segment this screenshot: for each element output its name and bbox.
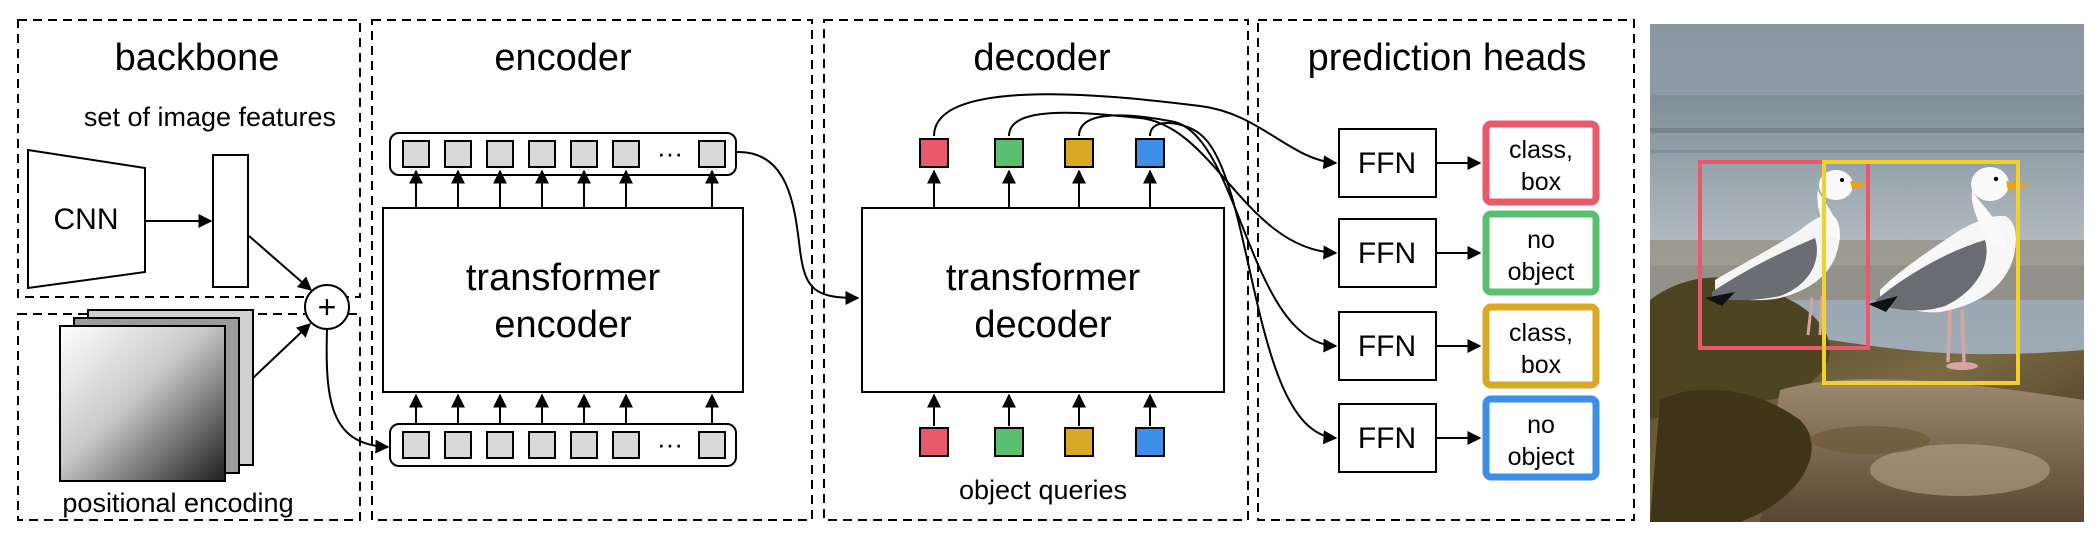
add-to-encoder-input-arrow [325,328,390,454]
transformer-decoder-block [861,207,1225,393]
decoder-output-embedding [994,138,1024,168]
prediction-output-line1: class, [1509,136,1573,164]
encoder-title: encoder [494,37,632,79]
encoder-block-line1: transformer [466,257,661,299]
plus-symbol: + [318,289,337,325]
decoder-query-tokens [919,138,1165,457]
decoder-output-embedding [1064,138,1094,168]
prediction-output-box [1482,395,1600,481]
posenc-to-add-arrow [252,323,312,379]
prediction-output-box [1482,120,1600,206]
encoder-output-token [486,140,514,168]
encoder-input-token [444,431,472,459]
encoder-input-token [528,431,556,459]
encoder-input-ellipsis: ··· [657,429,683,459]
decoder-to-ffn-arrows [933,93,1338,445]
feature-map [212,154,249,288]
decoder-block-line1: transformer [946,257,1141,299]
positional-encoding-stack [59,309,254,482]
encoder-input-token [570,431,598,459]
object-query-token [919,427,949,457]
decoder-title: decoder [973,37,1111,79]
encoder-input-token-row [402,431,726,459]
encoder-output-tokens [389,132,737,176]
detection-box-right [1822,160,2020,385]
decoder-frame [823,19,1249,521]
transformer-encoder-block [382,207,744,393]
object-query-token [1135,427,1165,457]
encoder-output-ellipsis: ··· [657,138,683,168]
detection-box-left [1698,160,1870,350]
encoder-output-token [698,140,726,168]
prediction-output-line2: object [1508,258,1575,286]
encoder-block-line2: encoder [494,304,632,346]
encoder-input-token [486,431,514,459]
ffn-label: FFN [1358,330,1416,363]
prediction-output-box [1482,303,1600,389]
right-seagull [1868,167,2030,370]
encoder-frame [371,19,813,521]
image-features-label: set of image features [84,102,336,132]
feature-to-add-arrow [248,235,313,291]
backbone-frame [17,19,361,298]
object-queries-label: object queries [959,475,1127,505]
encoder-input-token [698,431,726,459]
prediction-heads-title: prediction heads [1308,37,1587,79]
encoder-input-token [612,431,640,459]
prediction-output-line1: no [1527,411,1555,439]
section-frames [17,19,1635,521]
output-2-to-ffn-2-arrow [1008,111,1338,260]
encoder-output-token [612,140,640,168]
encoder-input-token [402,431,430,459]
ffn-box [1338,218,1437,288]
decoder-block-line2: decoder [974,304,1112,346]
backbone-title: backbone [115,37,280,79]
output-1-to-ffn-1-arrow [933,93,1338,170]
decoder-output-embedding [919,138,949,168]
output-4-to-ffn-4-arrow [1149,121,1338,445]
ffn-label: FFN [1358,147,1416,180]
ffn-label: FFN [1358,422,1416,455]
heads-frame [1257,19,1635,521]
prediction-output-line1: class, [1509,319,1573,347]
encoder-output-token [402,140,430,168]
encoder-output-token [570,140,598,168]
prediction-output-box [1482,210,1600,296]
encoder-output-token [444,140,472,168]
prediction-output-line2: object [1508,443,1575,471]
ffn-label: FFN [1358,237,1416,270]
encoder-output-token [528,140,556,168]
prediction-output-line2: box [1521,168,1562,196]
decoder-output-embedding [1135,138,1165,168]
ffn-box [1338,128,1437,198]
output-3-to-ffn-3-arrow [1078,114,1338,353]
encoder-input-tokens [389,423,737,467]
object-query-token [1064,427,1094,457]
encoder-arrows [409,169,719,424]
prediction-output-line1: no [1527,226,1555,254]
prediction-output-line2: box [1521,351,1562,379]
encoder-output-token-row [402,140,726,168]
positional-encoding-label: positional encoding [62,488,293,518]
cnn-trapezoid [27,148,146,290]
encoder-to-decoder-arrow [735,150,860,305]
cnn-label: CNN [54,203,119,236]
ffn-box [1338,403,1437,473]
object-query-token [994,427,1024,457]
